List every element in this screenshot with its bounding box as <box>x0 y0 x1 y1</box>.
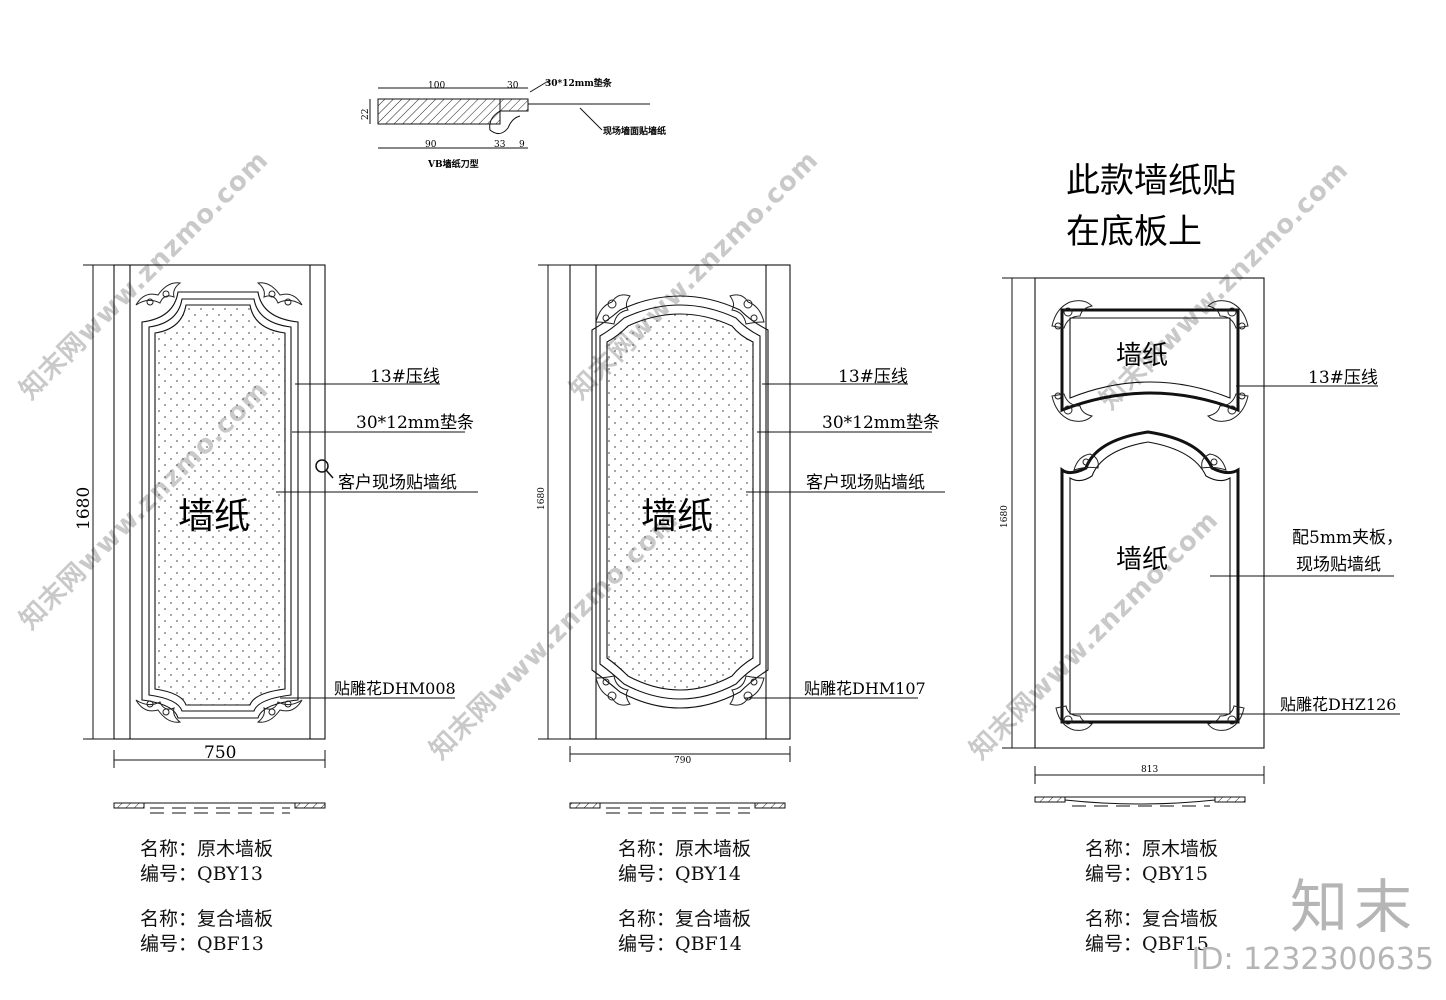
panel-1-wall-label: 墙纸 <box>178 496 250 537</box>
dim-100: 100 <box>428 81 445 91</box>
panel-2-height-dim: 1680 <box>537 487 547 510</box>
panel-3-height-dim: 1680 <box>1000 505 1010 528</box>
panel-1-callout-2: 30*12mm垫条 <box>356 413 474 433</box>
note-line-1: 此款墙纸贴 <box>1066 161 1236 201</box>
panel-2-callout-4: 贴雕花DHM107 <box>804 679 926 698</box>
panel-1-info: 名称：原木墙板 编号：QBY13 名称：复合墙板 编号：QBF13 <box>140 837 273 957</box>
panel-3-code-2: 编号：QBF15 <box>1085 933 1209 955</box>
dim-30: 30 <box>507 81 519 91</box>
panel-2-code-1: 编号：QBY14 <box>618 863 741 885</box>
panel-3-code-1: 编号：QBY15 <box>1085 863 1208 885</box>
dim-33: 33 <box>494 140 506 150</box>
panel-3-wall-label-top: 墙纸 <box>1116 341 1168 371</box>
label-caption: VB墙纸刀型 <box>427 158 479 170</box>
panel-1-width-dim: 750 <box>204 743 236 763</box>
magnifier-icon <box>315 459 334 479</box>
brand-id: ID: 1232300635 <box>1191 942 1434 977</box>
panel-2-name-1: 名称：原木墙板 <box>618 838 752 860</box>
panel-1-height-dim: 1680 <box>74 487 94 530</box>
panel-2-name-2: 名称：复合墙板 <box>618 908 752 930</box>
dim-22: 22 <box>361 109 371 120</box>
panel-2-callout-1: 13#压线 <box>838 367 908 387</box>
panel-3-name-2: 名称：复合墙板 <box>1085 908 1219 930</box>
panel-2-width-dim: 790 <box>674 756 691 766</box>
panel-3-wall-label-bottom: 墙纸 <box>1116 545 1168 575</box>
dim-9: 9 <box>519 140 525 150</box>
panel-2 <box>538 264 945 814</box>
panel-3-callout-3: 现场贴墙纸 <box>1296 555 1381 575</box>
section-detail <box>369 79 650 149</box>
panel-3 <box>1002 277 1400 807</box>
label-strip: 30*12mm垫条 <box>545 77 613 89</box>
panel-2-code-2: 编号：QBF14 <box>618 933 742 955</box>
panel-3-width-dim: 813 <box>1141 765 1158 775</box>
panel-2-info: 名称：原木墙板 编号：QBY14 名称：复合墙板 编号：QBF14 <box>618 837 751 957</box>
panel-1-name-1: 名称：原木墙板 <box>140 838 274 860</box>
panel-3-name-1: 名称：原木墙板 <box>1085 838 1219 860</box>
panel-2-callout-3: 客户现场贴墙纸 <box>806 473 925 493</box>
panel-2-wall-label: 墙纸 <box>641 496 713 537</box>
panel-1-code-2: 编号：QBF13 <box>140 933 264 955</box>
panel-3-info: 名称：原木墙板 编号：QBY15 名称：复合墙板 编号：QBF15 <box>1085 837 1218 957</box>
dim-90: 90 <box>425 140 437 150</box>
label-wall: 现场墙面贴墙纸 <box>603 125 666 137</box>
panel-1-callout-1: 13#压线 <box>370 367 440 387</box>
panel-3-callout-2: 配5mm夹板， <box>1292 528 1403 548</box>
panel-1-callout-4: 贴雕花DHM008 <box>334 679 456 698</box>
panel-3-callout-1: 13#压线 <box>1308 368 1378 388</box>
panel-1-name-2: 名称：复合墙板 <box>140 908 274 930</box>
panel-3-callout-4: 贴雕花DHZ126 <box>1280 695 1396 714</box>
panel-1-callout-3: 客户现场贴墙纸 <box>338 473 457 493</box>
brand-logo: 知末 <box>1289 873 1418 941</box>
panel-1-code-1: 编号：QBY13 <box>140 863 263 885</box>
panel-2-callout-2: 30*12mm垫条 <box>822 413 940 433</box>
note-line-2: 在底板上 <box>1066 212 1202 252</box>
panel-1 <box>83 264 478 814</box>
